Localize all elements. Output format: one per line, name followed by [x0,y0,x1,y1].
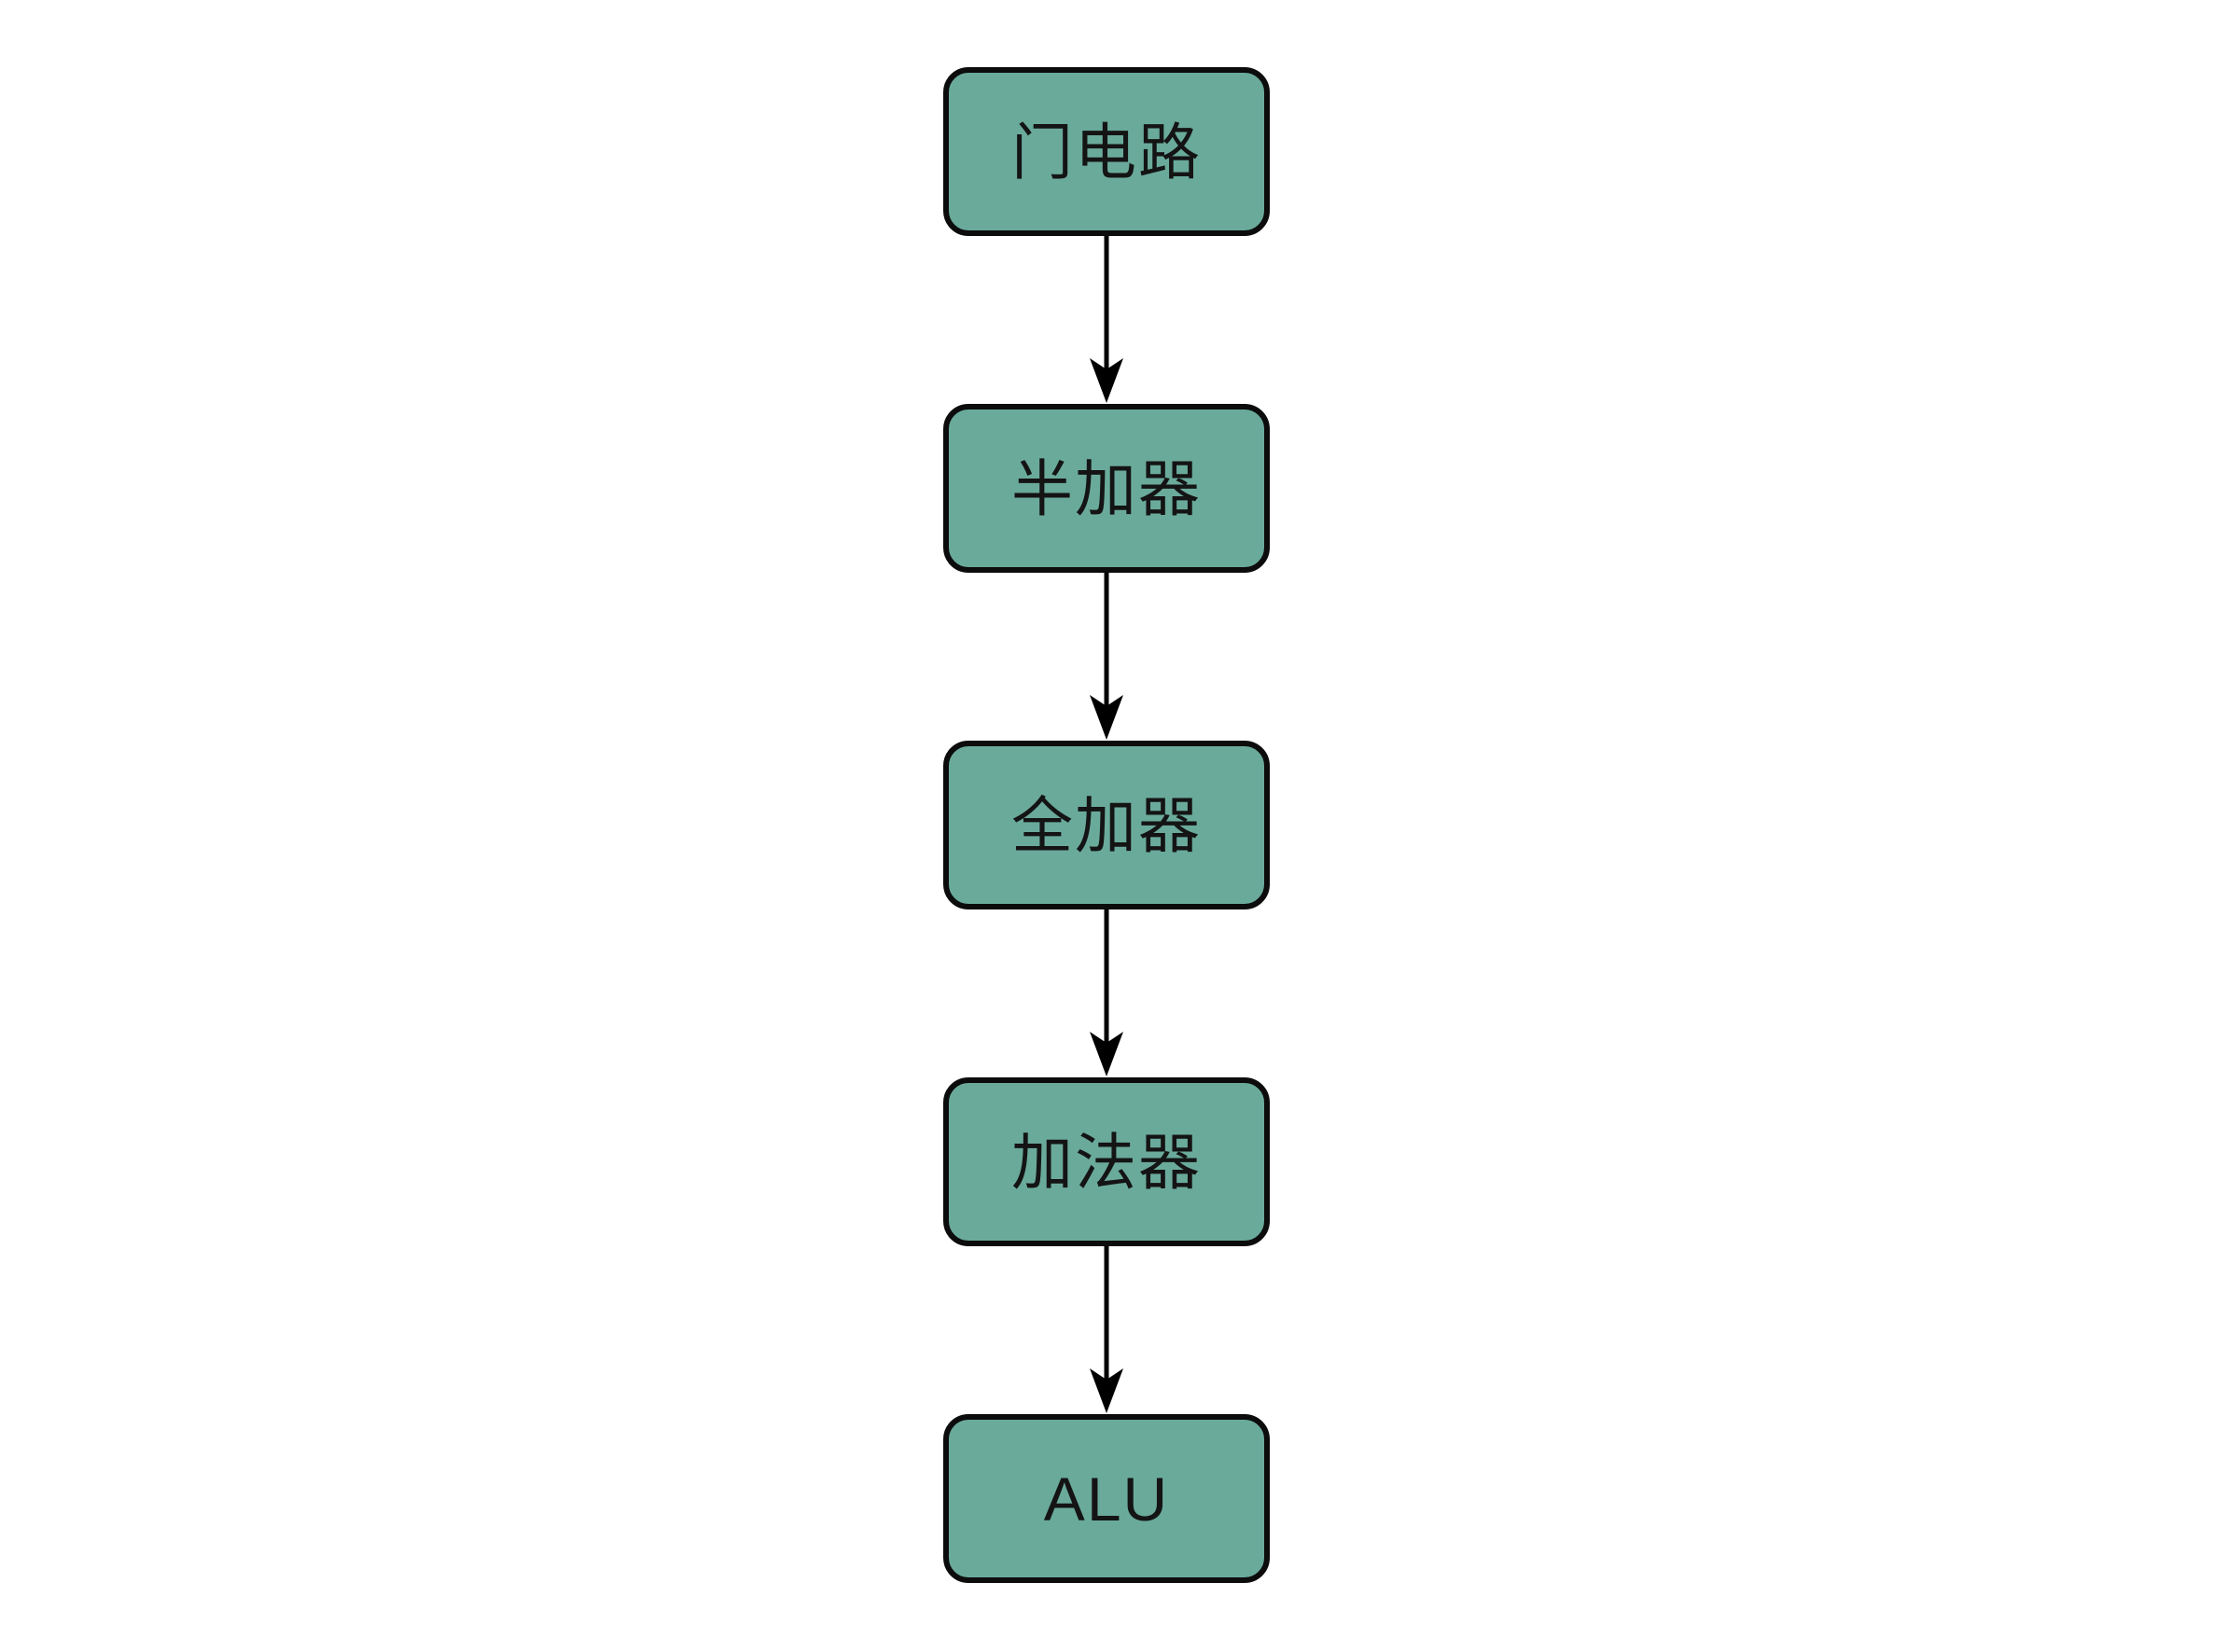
node-full-adder: 全加器 [943,741,1270,909]
node-alu: ALU [943,1414,1270,1583]
node-label: 半加器 [1011,453,1202,523]
node-label: 门电路 [1011,117,1202,187]
arrow-down-icon [1090,573,1123,740]
node-label: 全加器 [1011,790,1202,860]
arrow-down-icon [1090,909,1123,1076]
node-label: 加法器 [1011,1127,1202,1197]
node-label: ALU [1043,1464,1170,1534]
node-half-adder: 半加器 [943,404,1270,573]
node-gate-circuit: 门电路 [943,67,1270,236]
arrow-down-icon [1090,236,1123,403]
arrow-down-icon [1090,1246,1123,1413]
node-adder: 加法器 [943,1077,1270,1246]
